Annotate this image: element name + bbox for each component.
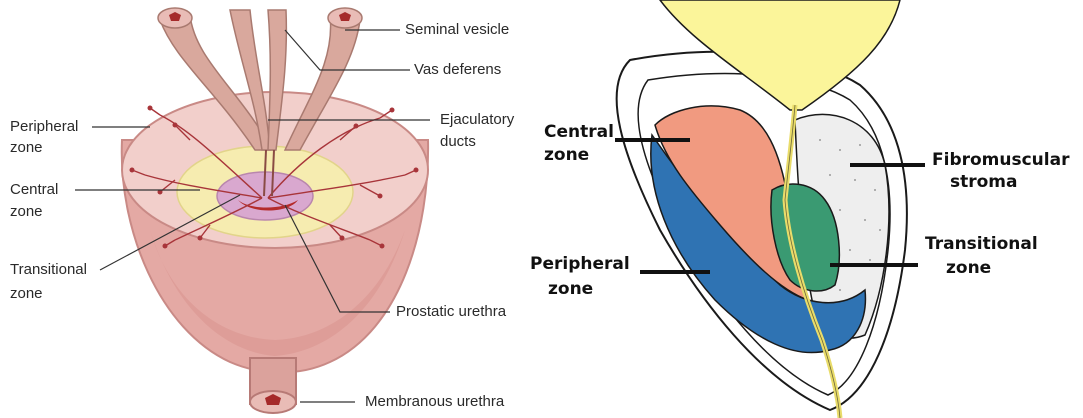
label-transitional-right-line1: Transitional	[925, 234, 1038, 255]
label-peripheral-line2: zone	[10, 138, 43, 158]
label-prostatic-urethra: Prostatic urethra	[396, 302, 506, 322]
label-peripheral-right-line1: Peripheral	[530, 254, 630, 275]
label-ejaculatory-line1: Ejaculatory	[440, 110, 514, 130]
label-peripheral-right-line2: zone	[548, 279, 593, 300]
left-diagram-panel: Seminal vesicle Vas deferens Ejaculatory…	[0, 0, 540, 418]
label-vas-deferens: Vas deferens	[414, 60, 501, 80]
label-central-right-line2: zone	[544, 145, 589, 166]
label-fibromuscular-line2: stroma	[950, 172, 1018, 193]
label-central-right-line1: Central	[544, 122, 614, 143]
label-transitional-line2: zone	[10, 284, 43, 304]
label-seminal-vesicle: Seminal vesicle	[405, 20, 509, 40]
label-fibromuscular-line1: Fibromuscular	[932, 150, 1069, 171]
label-transitional-right-line2: zone	[946, 258, 991, 279]
label-peripheral-line1: Peripheral	[10, 117, 78, 137]
label-membranous-urethra: Membranous urethra	[365, 392, 504, 412]
label-central-line2: zone	[10, 202, 43, 222]
label-transitional-line1: Transitional	[10, 260, 87, 280]
label-central-line1: Central	[10, 180, 58, 200]
label-ejaculatory-line2: ducts	[440, 132, 476, 152]
right-diagram-panel: Central zone Peripheral zone Fibromuscul…	[540, 0, 1083, 418]
prostate-zones-sagittal	[540, 0, 1083, 418]
